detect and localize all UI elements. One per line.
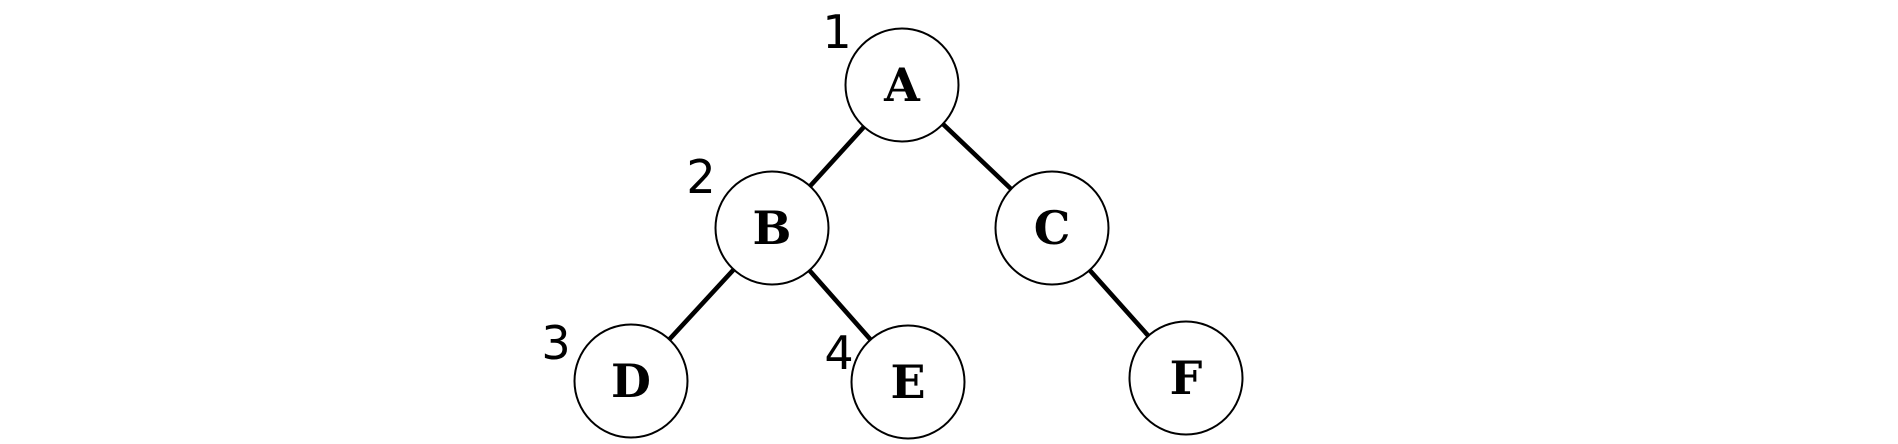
node-circle-C bbox=[994, 170, 1110, 286]
node-circle-E bbox=[850, 324, 966, 440]
node-label-E: E bbox=[890, 355, 925, 409]
node-label-F: F bbox=[1170, 351, 1203, 405]
node-circle-B bbox=[714, 170, 830, 286]
preorder-number-A: 1 bbox=[822, 5, 851, 59]
node-circle-A bbox=[844, 27, 960, 143]
node-label-D: D bbox=[611, 354, 651, 408]
preorder-number-B: 2 bbox=[686, 150, 715, 204]
preorder-number-E: 4 bbox=[824, 326, 853, 380]
node-circle-D bbox=[573, 323, 689, 439]
node-label-B: B bbox=[753, 201, 792, 255]
preorder-number-D: 3 bbox=[541, 316, 570, 370]
node-label-A: A bbox=[883, 58, 921, 112]
node-circle-F bbox=[1128, 320, 1244, 436]
node-label-C: C bbox=[1034, 201, 1071, 255]
